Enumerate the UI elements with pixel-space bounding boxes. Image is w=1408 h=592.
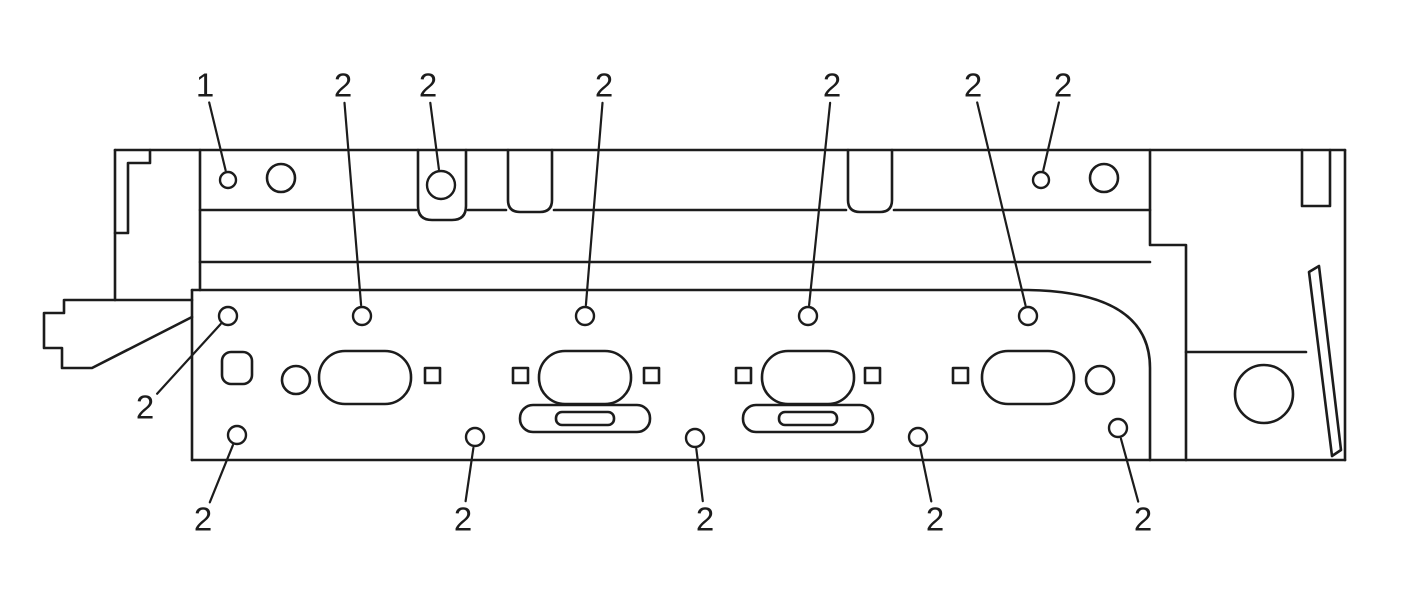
square-boss: [423, 366, 442, 385]
rail-tab-2: [506, 148, 554, 214]
rail-tab-1: [416, 148, 468, 222]
callout-label: 2: [595, 67, 613, 104]
exhaust-port-4: [980, 349, 1076, 406]
top-right-rib: [1300, 148, 1332, 208]
callout-label: 2: [823, 67, 841, 104]
callout-leader-line: [208, 101, 227, 172]
callout-label: 2: [334, 67, 352, 104]
callout-label: 2: [454, 501, 472, 538]
callout-leader-line: [343, 101, 363, 307]
callout-label: 2: [964, 67, 982, 104]
end-bore: [1233, 363, 1295, 425]
square-boss: [734, 366, 753, 385]
bolt-hole: [464, 426, 486, 448]
bolt-hole: [351, 305, 373, 327]
exhaust-port-1: [317, 349, 413, 406]
face-top-edge: [190, 288, 1152, 462]
head-outline: [42, 148, 1347, 462]
callout-leader-line: [584, 101, 604, 307]
bolt-hole: [217, 305, 239, 327]
exhaust-port-2: [537, 349, 633, 406]
callout-leader-line: [1042, 101, 1061, 172]
callout-layer: 1 2 2 2 2 2 2 2 2 2 2 2 2: [136, 67, 1152, 538]
callout-label: 2: [194, 501, 212, 538]
callout-leader-line: [919, 446, 933, 503]
face-hole: [1084, 364, 1116, 396]
callout-leader-line: [695, 447, 704, 503]
callout-leader-line: [208, 444, 234, 504]
exhaust-port-3: [760, 349, 856, 406]
bolt-hole: [797, 305, 819, 327]
bolt-hole: [574, 305, 596, 327]
bolt-hole: [226, 424, 248, 446]
callout-label: 1: [196, 67, 214, 104]
lower-boss: [518, 403, 652, 434]
right-step-edge: [1148, 148, 1188, 462]
callout-label: 2: [926, 501, 944, 538]
left-block-inner-step: [113, 148, 152, 235]
callout-leader-line: [156, 323, 222, 395]
rail-hole: [265, 162, 297, 194]
bolt-hole: [218, 170, 238, 190]
bolt-hole: [907, 426, 929, 448]
callout-label: 2: [1134, 501, 1152, 538]
callout-label: 2: [696, 501, 714, 538]
bolt-hole: [1107, 417, 1129, 439]
square-boss: [511, 366, 530, 385]
rounded-square-boss: [220, 350, 254, 386]
callout-label: 2: [1054, 67, 1072, 104]
square-boss: [863, 366, 882, 385]
callout-leader-line: [464, 446, 475, 503]
square-boss: [951, 366, 970, 385]
callout-label: 2: [136, 389, 154, 426]
right-chamfer-rib: [1307, 264, 1343, 458]
callout-leader-line: [807, 101, 832, 307]
bolt-hole: [1017, 305, 1039, 327]
callout-leader-line: [1119, 437, 1140, 503]
lower-boss: [741, 403, 875, 434]
bolt-hole: [684, 427, 706, 449]
rail-tab-3: [846, 148, 894, 214]
callout-leader-line: [976, 101, 1027, 307]
lower-boss-slot: [777, 410, 839, 427]
left-bracket: [42, 298, 194, 370]
lower-boss-slot: [554, 410, 616, 427]
bolt-hole: [425, 169, 457, 201]
callout-label: 2: [419, 67, 437, 104]
head-features: [220, 162, 1295, 434]
face-hole: [280, 364, 312, 396]
rail-hole: [1088, 162, 1120, 194]
callout-leader-line: [429, 101, 440, 171]
square-boss: [642, 366, 661, 385]
bolt-hole: [1031, 170, 1051, 190]
